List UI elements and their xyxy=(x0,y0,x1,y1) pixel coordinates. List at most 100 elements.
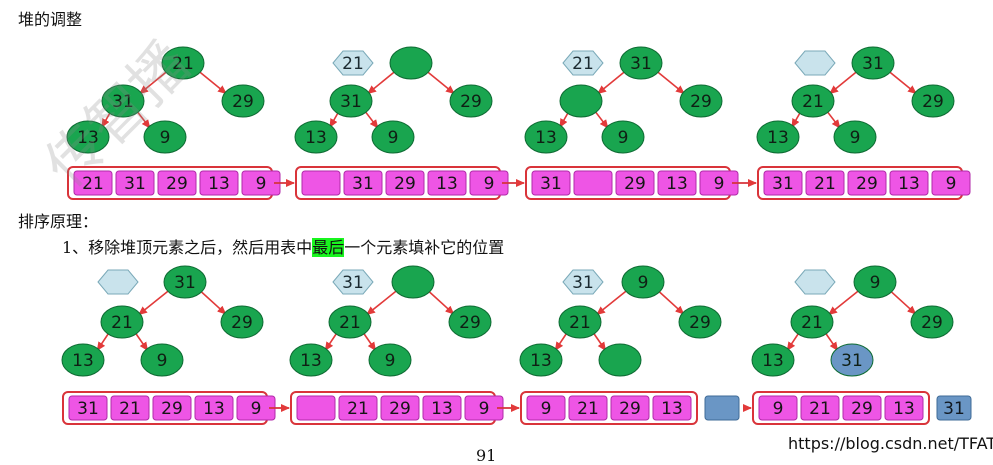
heap-node-value: 9 xyxy=(638,273,649,293)
tree-edge xyxy=(196,68,227,95)
array-cell-value: 13 xyxy=(436,174,458,194)
hexagon-value: 31 xyxy=(572,273,594,293)
heap-node-circle xyxy=(621,265,665,299)
heap-node: 9 xyxy=(621,265,665,299)
array-cell-bg xyxy=(385,170,425,196)
array-cell-bg xyxy=(568,395,608,421)
array-cell-bg xyxy=(194,395,234,421)
heap-node-circle xyxy=(449,84,493,118)
array-cell-bg xyxy=(884,395,924,421)
heap-node: 31 xyxy=(329,84,373,118)
array-cell: 29 xyxy=(842,395,882,421)
heap-node: 9 xyxy=(601,120,645,154)
heap-node-circle xyxy=(791,84,835,118)
array-cell-value: 29 xyxy=(619,399,641,419)
heap-node-circle xyxy=(294,120,338,154)
array-cell xyxy=(296,395,336,421)
array-cell-bg xyxy=(427,170,467,196)
tree-edge xyxy=(886,68,917,95)
array-cell-bg xyxy=(152,395,192,421)
hexagon-slot-icon: 21 xyxy=(562,50,604,76)
array-cell: 13 xyxy=(657,170,697,196)
heap-node-circle xyxy=(140,343,184,377)
array-cell-bg xyxy=(758,395,798,421)
step-1-text: 1、移除堆顶元素之后，然后用表中最后一个元素填补它的位置 xyxy=(62,234,504,258)
heap-node: 29 xyxy=(449,84,493,118)
heap-node-circle xyxy=(851,46,895,80)
array-cell-value: 29 xyxy=(161,399,183,419)
heap-node: 13 xyxy=(524,120,568,154)
heap-node xyxy=(391,265,435,299)
heap-node-circle xyxy=(66,120,110,154)
heap-node: 13 xyxy=(756,120,800,154)
heap-node: 31 xyxy=(163,265,207,299)
hexagon-slot-icon: 21 xyxy=(332,50,374,76)
heap-node: 31 xyxy=(619,46,663,80)
array-cell-bg xyxy=(657,170,697,196)
heap-node-value: 13 xyxy=(762,351,784,371)
array-cell-value: 31 xyxy=(124,174,146,194)
hexagon-value: 21 xyxy=(342,54,364,74)
array-cell-bg xyxy=(531,170,571,196)
heap-node-value: 21 xyxy=(172,54,194,74)
array-cell: 31 xyxy=(115,170,155,196)
heap-node-circle xyxy=(790,305,834,339)
heap-node: 13 xyxy=(751,343,795,377)
array-cell-bg xyxy=(526,395,566,421)
hexagon-shape xyxy=(794,269,836,295)
array-cell: 21 xyxy=(73,170,113,196)
array-cell-bg xyxy=(763,170,803,196)
hexagon-slot-icon xyxy=(794,50,836,76)
hexagon-shape xyxy=(332,269,374,295)
tree-edge xyxy=(597,68,628,95)
heap-node-circle xyxy=(368,343,412,377)
heap-node: 13 xyxy=(294,120,338,154)
heap-node-circle xyxy=(678,305,722,339)
array-cell: 29 xyxy=(610,395,650,421)
tree-edge xyxy=(887,288,917,315)
array-cell: 13 xyxy=(427,170,467,196)
page-number: 91 xyxy=(476,446,497,465)
array-cell: 21 xyxy=(805,170,845,196)
array-cell-bg xyxy=(842,395,882,421)
array-cell-value: 29 xyxy=(389,399,411,419)
heap-node-value: 31 xyxy=(630,54,652,74)
heap-node: 21 xyxy=(328,305,372,339)
array-cell: 21 xyxy=(110,395,150,421)
array-cell-value: 31 xyxy=(540,174,562,194)
array-cell-bg xyxy=(610,395,650,421)
array-cell-value: 21 xyxy=(119,399,141,419)
array-cell-value: 13 xyxy=(661,399,683,419)
array-cell-bg xyxy=(380,395,420,421)
hexagon-shape xyxy=(794,50,836,76)
array-cell: 13 xyxy=(884,395,924,421)
section-subtitle: 排序原理： xyxy=(18,212,99,231)
heap-node: 21 xyxy=(161,46,205,80)
tree-edge xyxy=(829,68,860,95)
hexagon-slot-icon xyxy=(794,269,836,295)
heap-node: 13 xyxy=(519,343,563,377)
heap-node-value: 9 xyxy=(160,128,171,148)
heap-node-circle xyxy=(143,120,187,154)
watermark: 传智播 xyxy=(32,29,203,200)
heap-node-value: 21 xyxy=(339,313,361,333)
array-cell-value: 13 xyxy=(893,399,915,419)
heap-node: 21 xyxy=(100,305,144,339)
hexagon-slot-icon: 31 xyxy=(562,269,604,295)
heap-node-value: 31 xyxy=(112,92,134,112)
heap-node-value: 31 xyxy=(862,54,884,74)
array-cell-bg xyxy=(338,395,378,421)
heap-node-circle xyxy=(830,343,874,377)
heap-node-value: 29 xyxy=(689,313,711,333)
heap-node-value: 29 xyxy=(232,92,254,112)
heap-node-circle xyxy=(524,120,568,154)
array-cell-bg xyxy=(343,170,383,196)
heap-node-circle xyxy=(289,343,333,377)
hexagon-shape xyxy=(332,50,374,76)
heap-node: 13 xyxy=(66,120,110,154)
heap-node: 9 xyxy=(371,120,415,154)
array-cell-value: 21 xyxy=(82,174,104,194)
array-cell-value: 13 xyxy=(203,399,225,419)
array-cell-value: 31 xyxy=(772,174,794,194)
heap-node-value: 29 xyxy=(922,92,944,112)
